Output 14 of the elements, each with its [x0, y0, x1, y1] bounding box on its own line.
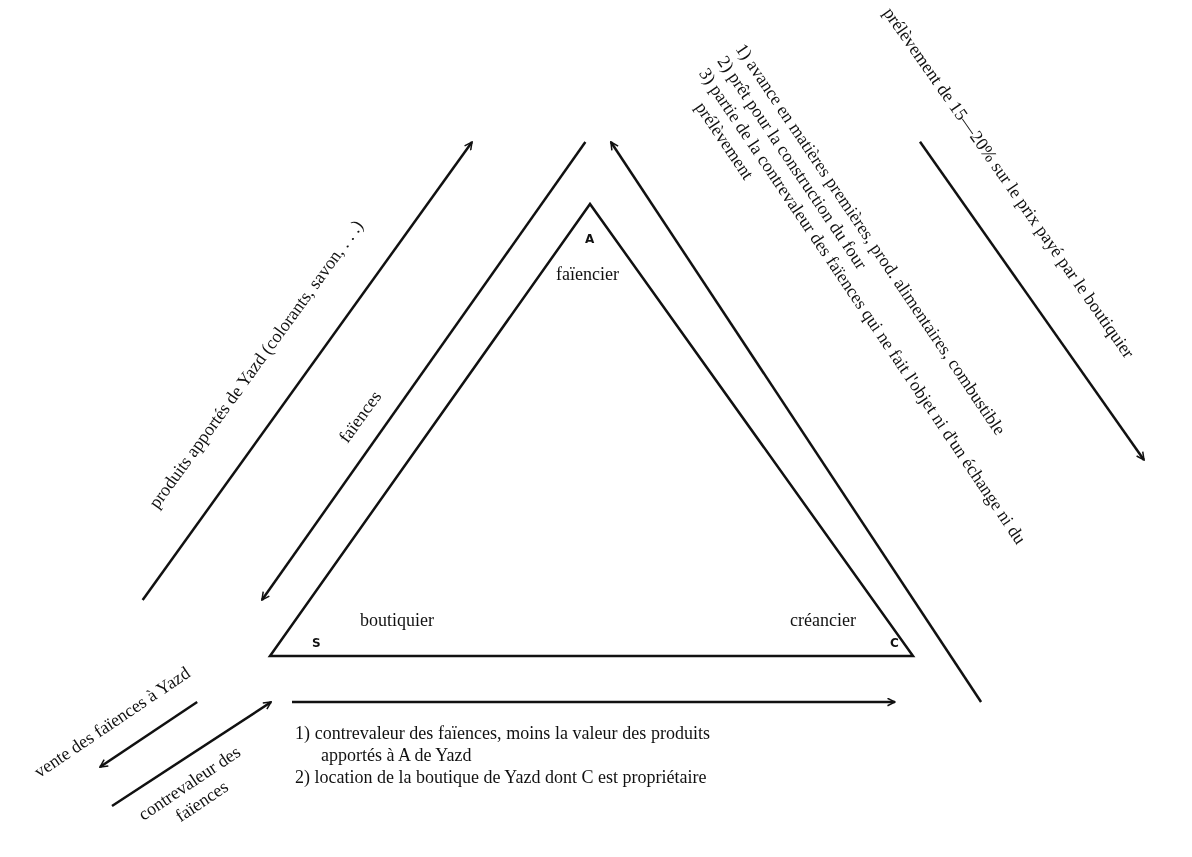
role-label: boutiquier	[360, 610, 434, 631]
arrow	[292, 697, 896, 707]
vertex-letter: S	[312, 636, 321, 650]
arrow	[99, 700, 198, 769]
arrow	[111, 700, 272, 808]
arrow	[918, 141, 1146, 461]
role-label: créancier	[790, 610, 856, 631]
vertex-letter: A	[585, 232, 595, 246]
arrow	[260, 141, 587, 601]
arrow	[141, 141, 473, 601]
edge-label: 1) contrevaleur des faïences, moins la valeur des produits apportés à A de Yazd 2) location de la boutique de Yazd dont C est propriétaire	[295, 722, 710, 788]
vertex-letter: C	[890, 636, 899, 650]
arrow	[609, 141, 983, 703]
role-label: faïencier	[556, 264, 619, 285]
